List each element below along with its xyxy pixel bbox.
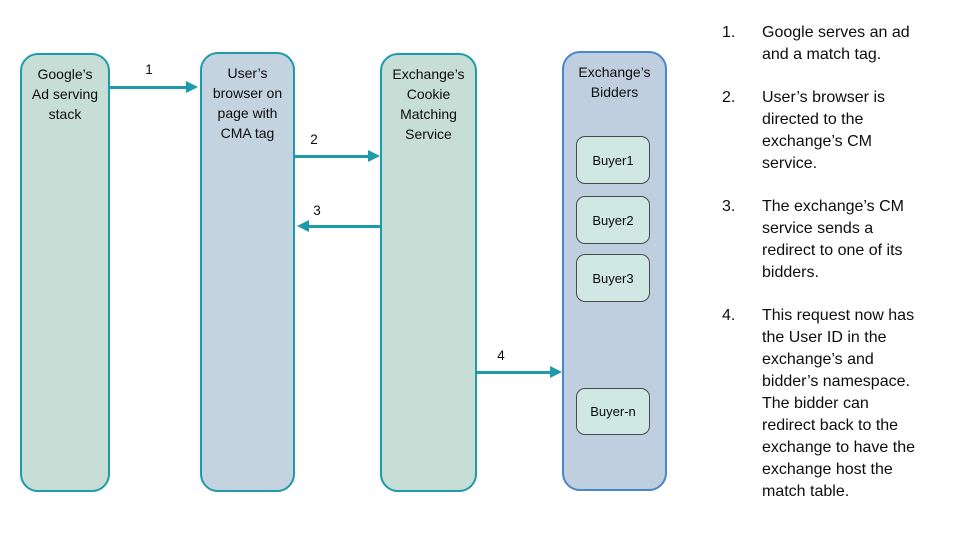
step-item-4: 4. This request now has the User ID in t… — [722, 305, 944, 503]
buyer-n-box: Buyer-n — [576, 388, 650, 435]
box-user-browser-title: User’s browser on page with CMA tag — [212, 65, 283, 141]
arrow-4-label: 4 — [497, 348, 505, 363]
arrow-1-line — [110, 86, 188, 89]
step-3-number: 3. — [722, 198, 736, 215]
buyer3-box: Buyer3 — [576, 254, 650, 302]
step-4-number: 4. — [722, 307, 736, 324]
arrow-4-line — [477, 371, 552, 374]
arrow-2-head-icon — [368, 150, 380, 162]
steps-list: 1. Google serves an ad and a match tag. … — [722, 22, 944, 524]
step-item-1: 1. Google serves an ad and a match tag. — [722, 22, 944, 66]
step-item-3: 3. The exchange’s CM service sends a red… — [722, 196, 944, 284]
arrow-3-line — [307, 225, 380, 228]
step-4-text: This request now has the User ID in the … — [762, 307, 916, 500]
arrow-2-label: 2 — [310, 132, 318, 147]
box-exchange-bidders-title: Exchange’s Bidders — [578, 64, 651, 100]
box-cookie-matching-service-title: Exchange’s Cookie Matching Service — [392, 66, 465, 142]
box-google-ad-serving-stack: Google’s Ad serving stack — [20, 53, 110, 492]
arrow-3-label: 3 — [313, 203, 321, 218]
buyer1-box: Buyer1 — [576, 136, 650, 184]
arrow-1-label: 1 — [145, 62, 153, 77]
box-exchange-bidders: Exchange’s Bidders Buyer1 Buyer2 Buyer3 … — [562, 51, 667, 491]
arrow-2-line — [295, 155, 370, 158]
arrow-3-head-icon — [297, 220, 309, 232]
box-cookie-matching-service: Exchange’s Cookie Matching Service — [380, 53, 477, 492]
step-item-2: 2. User’s browser is directed to the exc… — [722, 87, 944, 175]
arrow-4-head-icon — [550, 366, 562, 378]
buyer2-box: Buyer2 — [576, 196, 650, 244]
arrow-1-head-icon — [186, 81, 198, 93]
box-google-title: Google’s Ad serving stack — [31, 66, 99, 122]
step-3-text: The exchange’s CM service sends a redire… — [762, 198, 904, 281]
step-2-number: 2. — [722, 89, 736, 106]
step-1-number: 1. — [722, 24, 736, 41]
box-user-browser: User’s browser on page with CMA tag — [200, 52, 295, 492]
step-2-text: User’s browser is directed to the exchan… — [762, 89, 885, 172]
step-1-text: Google serves an ad and a match tag. — [762, 24, 910, 63]
